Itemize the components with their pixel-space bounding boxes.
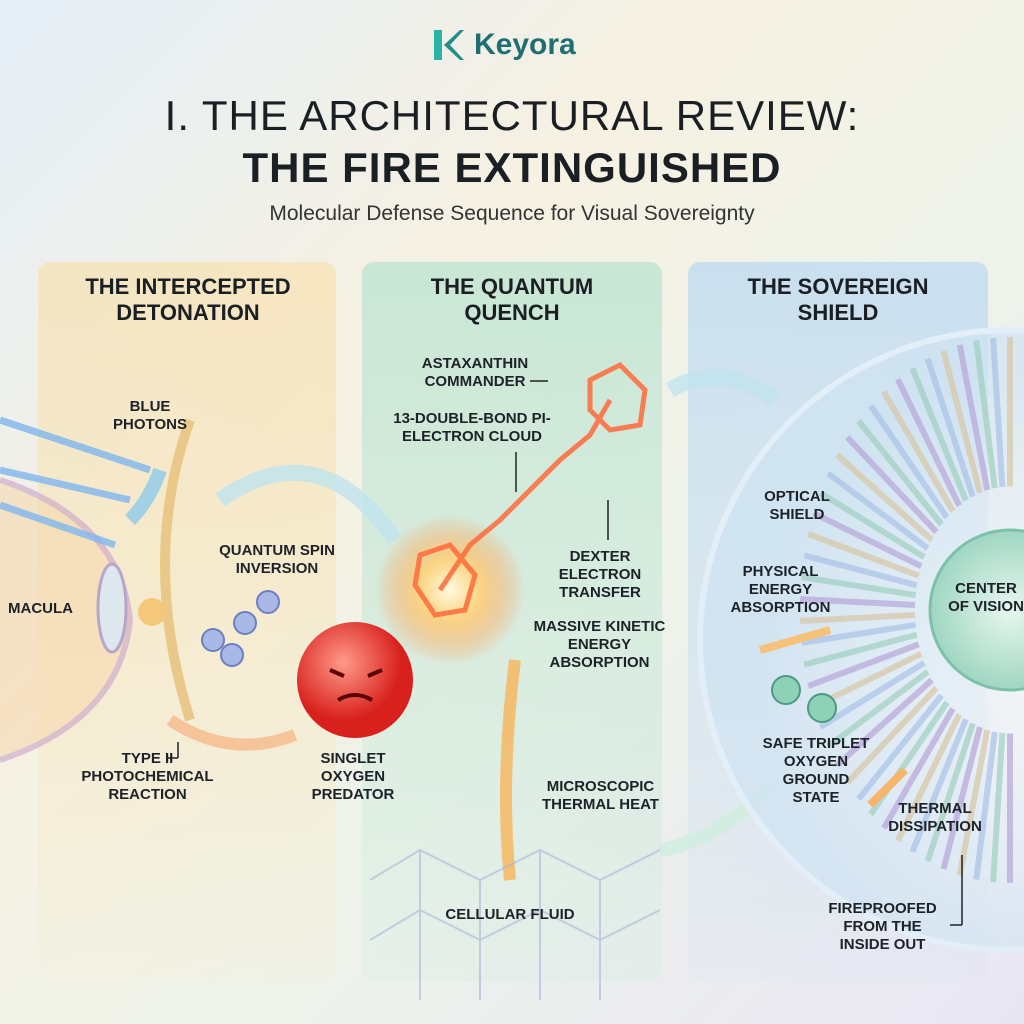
photoreceptor-rod [803,631,918,668]
eye-illustration [0,418,195,763]
photoreceptor-rod [835,452,934,543]
brand-name: Keyora [474,28,576,61]
page-title-line2: THE FIRE EXTINGUISHED [242,144,782,191]
photoreceptor-rod [800,611,916,624]
eye-shield-sphere [697,327,1024,953]
label-dexter: DEXTER ELECTRON TRANSFER [558,548,642,601]
label-astaxanthin: ASTAXANTHIN COMMANDER [421,355,529,390]
label-singlet-oxygen: SINGLET OXYGEN PREDATOR [311,750,395,803]
center-of-vision [928,528,1024,692]
photoreceptor-rod [856,419,944,527]
label-thermal-heat: MICROSCOPIC THERMAL HEAT [542,778,659,813]
photoreceptor-rod [881,707,956,830]
label-type-ii: TYPE II PHOTOCHEMICAL REACTION [81,750,214,803]
photoreceptor-rod [956,344,991,491]
photoreceptor-rod [818,490,926,560]
photoreceptor-rod [812,510,923,569]
page-subtitle: Molecular Defense Sequence for Visual So… [269,202,755,225]
photoreceptor-rod [973,340,998,489]
photoreceptor-rod [801,574,917,599]
label-double-bond: 13-DOUBLE-BOND PI-ELECTRON CLOUD [393,410,551,445]
photoreceptor-rod [940,726,983,870]
photoreceptor-rod [835,677,934,768]
oxygen-molecule [201,590,280,667]
label-thermal-dissipation: THERMAL DISSIPATION [888,800,982,835]
panel-title: THE QUANTUM QUENCH [430,274,594,325]
cellular-fluid-mesh [369,848,661,1000]
flow-arrow [665,369,780,407]
label-fireproofed: FIREPROOFED FROM THE INSIDE OUT [828,900,937,953]
keyora-logo-icon [434,30,464,60]
photoreceptor-rod [881,390,956,513]
photoreceptor-rod [845,686,939,785]
photoreceptor-rod [800,596,916,609]
photoreceptor-rod [924,357,976,498]
label-quantum-spin: QUANTUM SPIN INVERSION [219,542,335,577]
explosion-burst [375,515,525,665]
triplet-oxygen-molecule [771,675,837,723]
label-cellular-fluid: CELLULAR FLUID [445,906,575,923]
dissipation-arrow [867,767,908,808]
label-optical-shield: OPTICAL SHIELD [764,488,830,523]
photoreceptor-rod [973,731,998,880]
photoreceptor-rod [845,435,939,534]
label-physical-energy: PHYSICAL ENERGY ABSORPTION [730,563,831,616]
photoreceptor-rod [868,403,950,520]
photoreceptor-rod [803,552,918,589]
photoreceptor-rod [924,722,976,863]
photoreceptor-rod [990,337,1006,488]
brand-logo: Keyora [432,28,576,62]
photoreceptor-rod [909,367,969,502]
photoreceptor-rod [801,621,917,646]
photoreceptor-rod [909,718,969,853]
photoreceptor-rod [807,531,920,579]
photoreceptor-rod [895,377,962,507]
blue-photon-arrows [0,416,152,549]
flow-arrow [215,464,402,545]
label-macula: MACULA [8,600,73,617]
label-center-of-vision: CENTER OF VISION [948,580,1024,615]
photoreceptor-rod [990,732,1006,883]
page-title-line1: I. THE ARCHITECTURAL REVIEW: [164,92,860,139]
astaxanthin-molecule [412,361,648,618]
photoreceptor-rod [956,729,991,876]
photoreceptor-rod [940,350,983,494]
label-kinetic-energy: MASSIVE KINETIC ENERGY ABSORPTION [533,618,666,671]
flow-arrow [166,714,298,751]
panel-title: THE SOVEREIGN SHIELD [747,274,929,325]
label-blue-photons: BLUE PHOTONS [113,398,187,433]
panel-title: THE INTERCEPTED DETONATION [85,274,291,325]
leader-lines [168,380,963,926]
photoreceptor-rod [856,693,944,801]
energy-arrow [758,626,832,654]
photoreceptor-rod [818,660,926,730]
photoreceptor-rod [807,641,920,689]
heat-arrow [500,659,521,881]
singlet-oxygen-creature [297,622,413,738]
photoreceptor-rod [826,471,930,551]
photoreceptor-rod [826,669,930,749]
photoreceptor-ring [800,337,1013,883]
photoreceptor-rod [895,713,962,843]
label-triplet-oxygen: SAFE TRIPLET OXYGEN GROUND STATE [762,735,870,806]
